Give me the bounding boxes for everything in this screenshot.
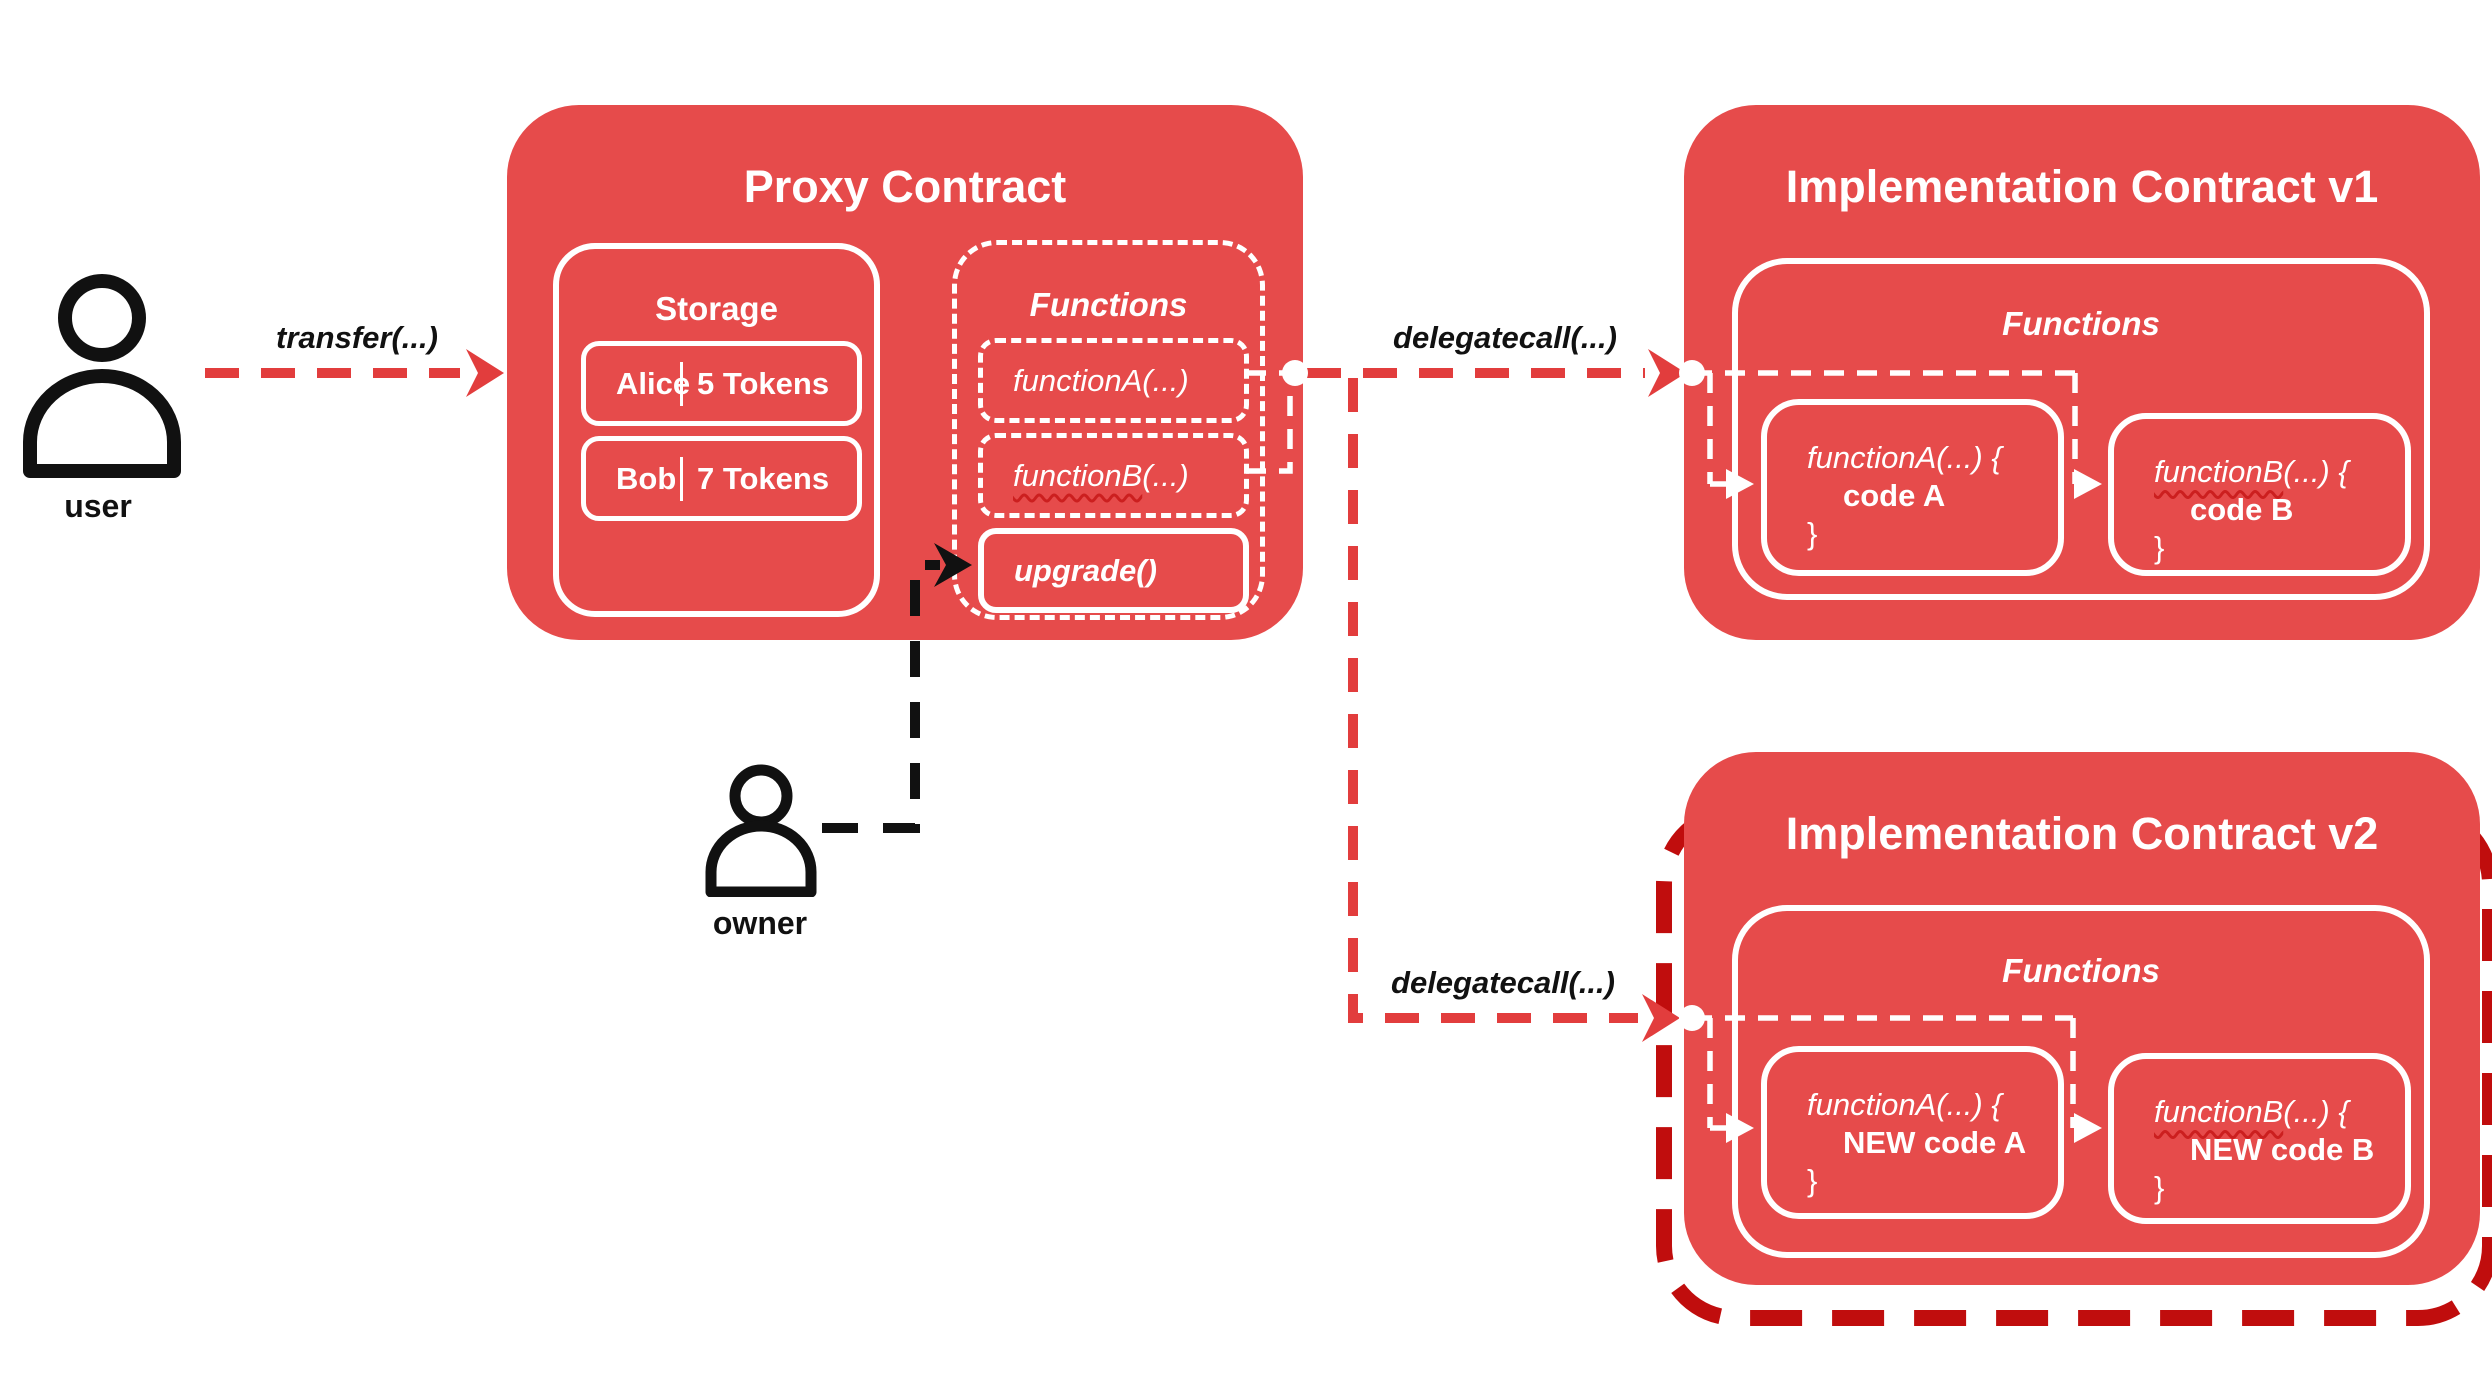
v1-function-a-body: code A xyxy=(1843,478,1946,513)
storage-title: Storage xyxy=(655,290,778,327)
user-icon xyxy=(23,274,181,478)
divider-bar xyxy=(680,456,683,501)
delegatecall-v1-edge-label: delegatecall(...) xyxy=(1393,320,1617,355)
storage-row-bob: Bob 7 Tokens xyxy=(581,436,862,521)
storage-row-alice: Alice 5 Tokens xyxy=(581,341,862,426)
user-label: user xyxy=(64,488,132,524)
v1-functions-title: Functions xyxy=(2002,305,2160,342)
divider-bar xyxy=(680,361,683,406)
v1-function-b-close: } xyxy=(2154,530,2165,565)
proxy-upgrade-function: upgrade() xyxy=(978,528,1249,613)
v1-function-a-box: functionA(...) { code A } xyxy=(1761,399,2064,576)
v2-function-b-box: functionB(...) { NEW code B } xyxy=(2108,1053,2411,1224)
v2-function-a-close: } xyxy=(1807,1163,1818,1198)
proxy-functions-box: Functions functionA(...) functionB(...) … xyxy=(952,240,1265,620)
implementation-v2-box: Implementation Contract v2 Functions fun… xyxy=(1684,752,2480,1285)
upgrade-label: upgrade() xyxy=(1014,552,1157,588)
proxy-contract-box: Proxy Contract Storage Alice 5 Tokens Bo… xyxy=(507,105,1303,640)
v1-function-b-body: code B xyxy=(2190,492,2294,527)
implementation-v2-title: Implementation Contract v2 xyxy=(1785,808,2379,859)
storage-row-name: Alice xyxy=(616,365,691,401)
v2-function-a-body: NEW code A xyxy=(1843,1125,2027,1160)
implementation-v1-title: Implementation Contract v1 xyxy=(1785,161,2379,212)
transfer-arrowhead xyxy=(466,349,504,397)
transfer-edge-label: transfer(...) xyxy=(276,320,438,355)
storage-row-value: 7 Tokens xyxy=(697,460,830,496)
v1-function-a-close: } xyxy=(1807,516,1818,551)
proxy-functions-title: Functions xyxy=(1029,286,1188,323)
proxy-function-b: functionB(...) xyxy=(978,433,1249,518)
v2-functions-title: Functions xyxy=(2002,952,2160,989)
v1-function-b-box: functionB(...) { code B } xyxy=(2108,413,2411,576)
v1-functions-box: Functions functionA(...) { code A } func… xyxy=(1732,258,2430,600)
function-b-name: functionB xyxy=(1013,457,1143,493)
proxy-contract-title: Proxy Contract xyxy=(743,161,1067,212)
v2-function-b-name: functionB xyxy=(2154,1094,2284,1129)
v2-functions-box: Functions functionA(...) { NEW code A } … xyxy=(1732,905,2430,1258)
delegatecall-v2-edge-label: delegatecall(...) xyxy=(1391,965,1615,1000)
v2-function-a-box: functionA(...) { NEW code A } xyxy=(1761,1046,2064,1219)
function-a-label: functionA(...) xyxy=(1013,362,1189,398)
v2-function-a-signature: functionA(...) { xyxy=(1807,1087,2002,1122)
owner-icon xyxy=(705,764,817,897)
implementation-v1-box: Implementation Contract v1 Functions fun… xyxy=(1684,105,2480,640)
proxy-storage-box: Storage Alice 5 Tokens Bob 7 Tokens xyxy=(553,243,880,617)
delegatecall-v1-arrowhead xyxy=(1648,349,1686,397)
v2-function-b-rest: (...) { xyxy=(2283,1094,2349,1129)
v2-function-b-body: NEW code B xyxy=(2190,1132,2375,1167)
delegatecall-v2-arrowhead xyxy=(1642,994,1680,1042)
v1-function-b-name: functionB xyxy=(2154,454,2284,489)
proxy-function-a: functionA(...) xyxy=(978,338,1249,423)
storage-row-name: Bob xyxy=(616,460,677,496)
storage-row-value: 5 Tokens xyxy=(697,365,830,401)
v1-function-a-signature: functionA(...) { xyxy=(1807,440,2002,475)
owner-label: owner xyxy=(712,905,808,941)
v2-function-b-close: } xyxy=(2154,1170,2165,1205)
delegatecall-v2-arrow-line xyxy=(1348,378,1638,1023)
v1-function-b-rest: (...) { xyxy=(2283,454,2349,489)
function-b-rest: (...) xyxy=(1142,457,1189,493)
